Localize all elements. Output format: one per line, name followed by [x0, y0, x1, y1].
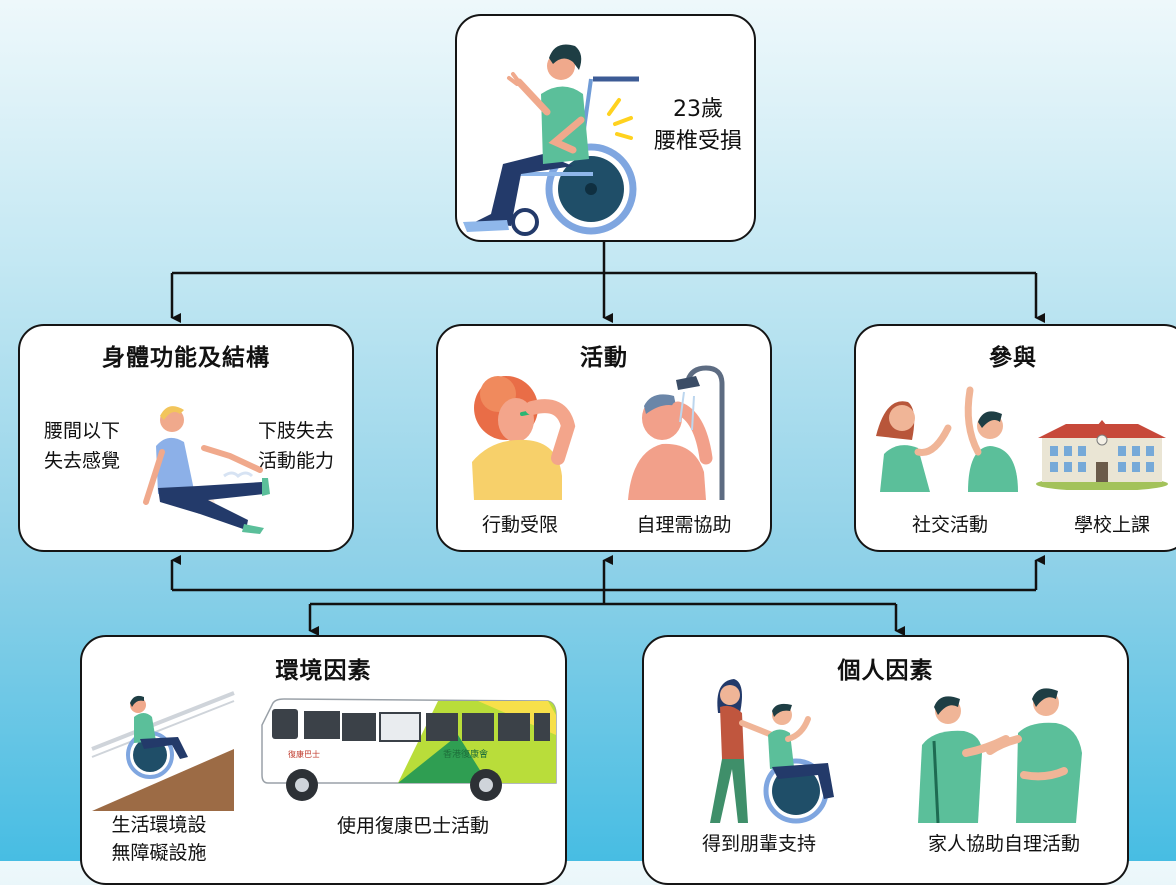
- participation-caption-2: 學校上課: [1073, 514, 1150, 536]
- right-text-line-2: 活動能力: [257, 450, 334, 472]
- environment-title: 環境因素: [275, 658, 372, 684]
- right-text-line-1: 下肢失去: [257, 420, 334, 442]
- peer-support-illustration: [710, 679, 834, 824]
- environment-caption-line-1: 生活環境設: [111, 814, 207, 836]
- ramp-wheelchair-illustration: [91, 691, 235, 811]
- activity-card: 活動 行動受限 自理需協助: [436, 324, 772, 552]
- body-function-title: 身體功能及結構: [102, 345, 270, 371]
- personal-caption-1: 得到朋輩支持: [701, 833, 816, 855]
- participation-title: 參與: [989, 345, 1037, 371]
- patient-label: 23歲 腰椎受損: [643, 94, 753, 158]
- patient-card: 23歲 腰椎受損: [455, 14, 756, 242]
- body-function-card: 身體功能及結構 腰間以下 失去感覺 下肢失去 活動能力: [18, 324, 354, 552]
- environment-caption-line-2: 無障礙設施: [111, 842, 207, 864]
- body-function-left-text: 腰間以下 失去感覺: [28, 416, 136, 476]
- falling-person-illustration: [143, 406, 270, 534]
- personal-caption-2: 家人協助自理活動: [927, 833, 1080, 855]
- brushing-teeth-illustration: [472, 376, 576, 500]
- participation-caption-1: 社交活動: [911, 514, 988, 536]
- activity-caption-2: 自理需協助: [636, 514, 732, 536]
- rehab-bus-illustration: 香港復康會 復康巴士: [261, 698, 557, 801]
- participation-card: 參與 社交活動 學校上課: [854, 324, 1176, 552]
- left-text-line-1: 腰間以下: [43, 420, 120, 442]
- social-activity-illustration: [876, 386, 1018, 492]
- school-building-illustration: [1036, 420, 1168, 490]
- environment-card: 環境因素 香港復康會 復康巴士 生活環境設 無障礙設施 使用復康巴士活動: [80, 635, 567, 885]
- personal-title: 個人因素: [837, 658, 934, 684]
- environment-caption-left: 生活環境設 無障礙設施: [94, 811, 224, 867]
- family-support-illustration: [918, 688, 1082, 823]
- activity-caption-1: 行動受限: [481, 514, 558, 536]
- left-text-line-2: 失去感覺: [43, 450, 120, 472]
- wheelchair-person-illustration: [463, 44, 639, 236]
- connector-lines: [170, 241, 1045, 636]
- showering-person-illustration: [628, 365, 725, 500]
- personal-card: 個人因素 得到朋輩支持 家人協助自理活動: [642, 635, 1129, 885]
- bus-label-organisation: 香港復康會: [443, 748, 488, 760]
- activity-title: 活動: [580, 345, 628, 371]
- patient-condition: 腰椎受損: [653, 129, 742, 154]
- patient-age: 23歲: [673, 97, 723, 122]
- bus-label-service: 復康巴士: [288, 749, 320, 759]
- body-function-right-text: 下肢失去 活動能力: [242, 416, 350, 476]
- environment-caption-right: 使用復康巴士活動: [336, 815, 489, 837]
